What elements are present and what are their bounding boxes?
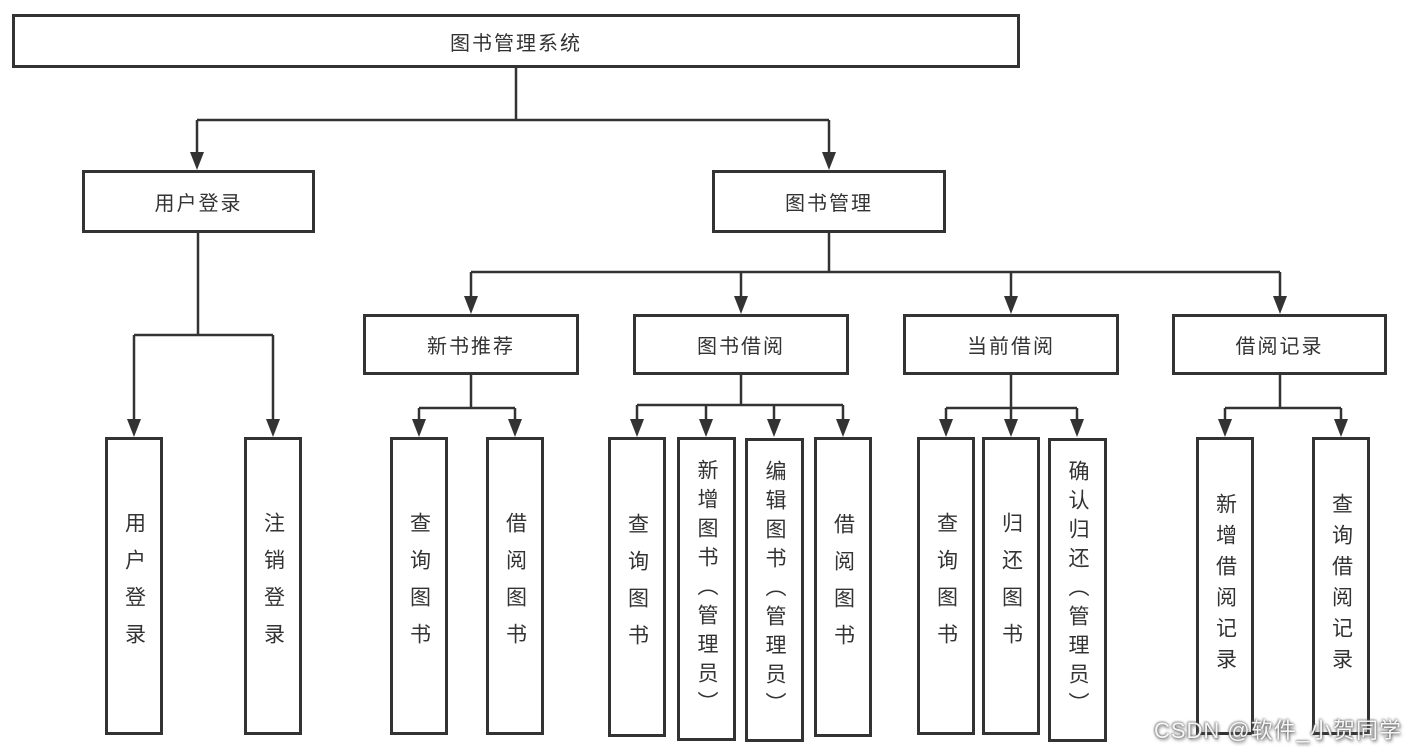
- leaf-label: 查询图书: [934, 512, 958, 660]
- leaf-record-query-borrow-record: 查询借阅记录: [1312, 437, 1370, 735]
- node-current-borrow: 当前借阅: [903, 314, 1119, 375]
- leaf-label: 注销登录: [261, 512, 285, 660]
- node-book-borrow: 图书借阅: [633, 314, 849, 375]
- leaf-label: 借阅图书: [503, 512, 527, 660]
- leaf-user-login: 用户登录: [105, 437, 163, 735]
- leaf-logout-login: 注销登录: [244, 437, 302, 735]
- leaf-label: 编辑图书（管理员）: [763, 459, 786, 721]
- arrowheads: [127, 152, 1348, 437]
- leaf-recommend-query-book: 查询图书: [390, 437, 448, 735]
- leaf-borrow-borrow-book: 借阅图书: [814, 437, 872, 737]
- leaf-borrow-add-book-admin: 新增图书（管理员）: [677, 437, 736, 741]
- leaf-label: 查询图书: [625, 513, 649, 661]
- csdn-watermark: CSDN @软件_小贺同学: [1153, 718, 1402, 743]
- leaf-recommend-borrow-book: 借阅图书: [486, 437, 544, 735]
- leaf-current-query-book: 查询图书: [917, 437, 975, 735]
- leaf-label: 归还图书: [999, 512, 1023, 660]
- leaf-label: 新增借阅记录: [1213, 493, 1237, 679]
- leaf-borrow-edit-book-admin: 编辑图书（管理员）: [745, 438, 804, 742]
- leaf-current-confirm-return-admin: 确认归还（管理员）: [1048, 438, 1107, 742]
- leaf-record-add-borrow-record: 新增借阅记录: [1196, 437, 1254, 735]
- leaf-current-return-book: 归还图书: [982, 437, 1040, 735]
- node-library-management-system: 图书管理系统: [12, 14, 1020, 68]
- leaf-borrow-query-book: 查询图书: [608, 437, 666, 737]
- leaf-label: 查询借阅记录: [1329, 493, 1353, 679]
- leaf-label: 用户登录: [122, 512, 146, 660]
- leaf-label: 借阅图书: [831, 513, 855, 661]
- leaf-label: 确认归还（管理员）: [1066, 459, 1089, 721]
- node-borrow-record: 借阅记录: [1172, 314, 1387, 375]
- leaf-label: 新增图书（管理员）: [695, 458, 718, 720]
- node-book-management: 图书管理: [712, 170, 946, 233]
- node-user-login: 用户登录: [82, 170, 315, 233]
- leaf-label: 查询图书: [407, 512, 431, 660]
- node-new-book-recommend: 新书推荐: [363, 314, 579, 375]
